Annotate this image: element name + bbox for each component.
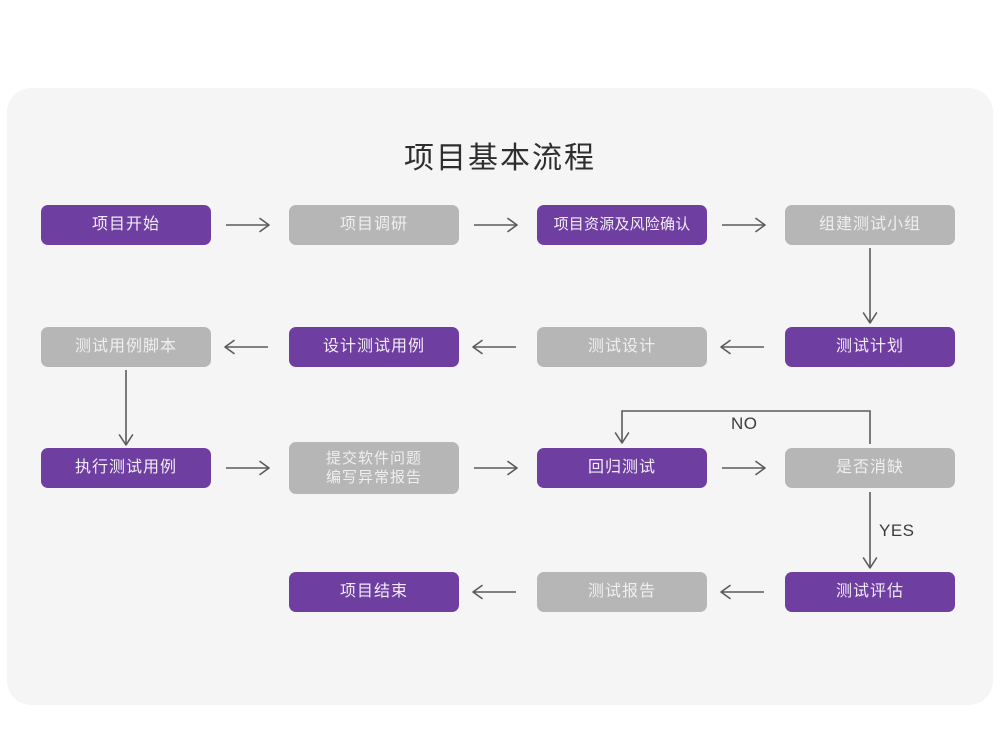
node-test-evaluation[interactable]: 测试评估 (785, 572, 955, 612)
node-test-design[interactable]: 测试设计 (537, 327, 707, 367)
node-test-case-script[interactable]: 测试用例脚本 (41, 327, 211, 367)
node-project-end[interactable]: 项目结束 (289, 572, 459, 612)
edge-label-no: NO (731, 414, 758, 433)
flowchart-card (7, 88, 993, 705)
node-project-start[interactable]: 项目开始 (41, 205, 211, 245)
edge-label-yes: YES (879, 521, 915, 540)
node-execute-test-case[interactable]: 执行测试用例 (41, 448, 211, 488)
node-build-test-team[interactable]: 组建测试小组 (785, 205, 955, 245)
node-resource-risk-confirm[interactable]: 项目资源及风险确认 (537, 205, 707, 245)
page-title: 项目基本流程 (404, 142, 596, 175)
node-submit-issue-report[interactable]: 提交软件问题 编写异常报告 (289, 442, 459, 494)
node-regression-test[interactable]: 回归测试 (537, 448, 707, 488)
node-defect-cleared[interactable]: 是否消缺 (785, 448, 955, 488)
node-test-report[interactable]: 测试报告 (537, 572, 707, 612)
node-test-plan[interactable]: 测试计划 (785, 327, 955, 367)
node-project-research[interactable]: 项目调研 (289, 205, 459, 245)
node-design-test-case[interactable]: 设计测试用例 (289, 327, 459, 367)
